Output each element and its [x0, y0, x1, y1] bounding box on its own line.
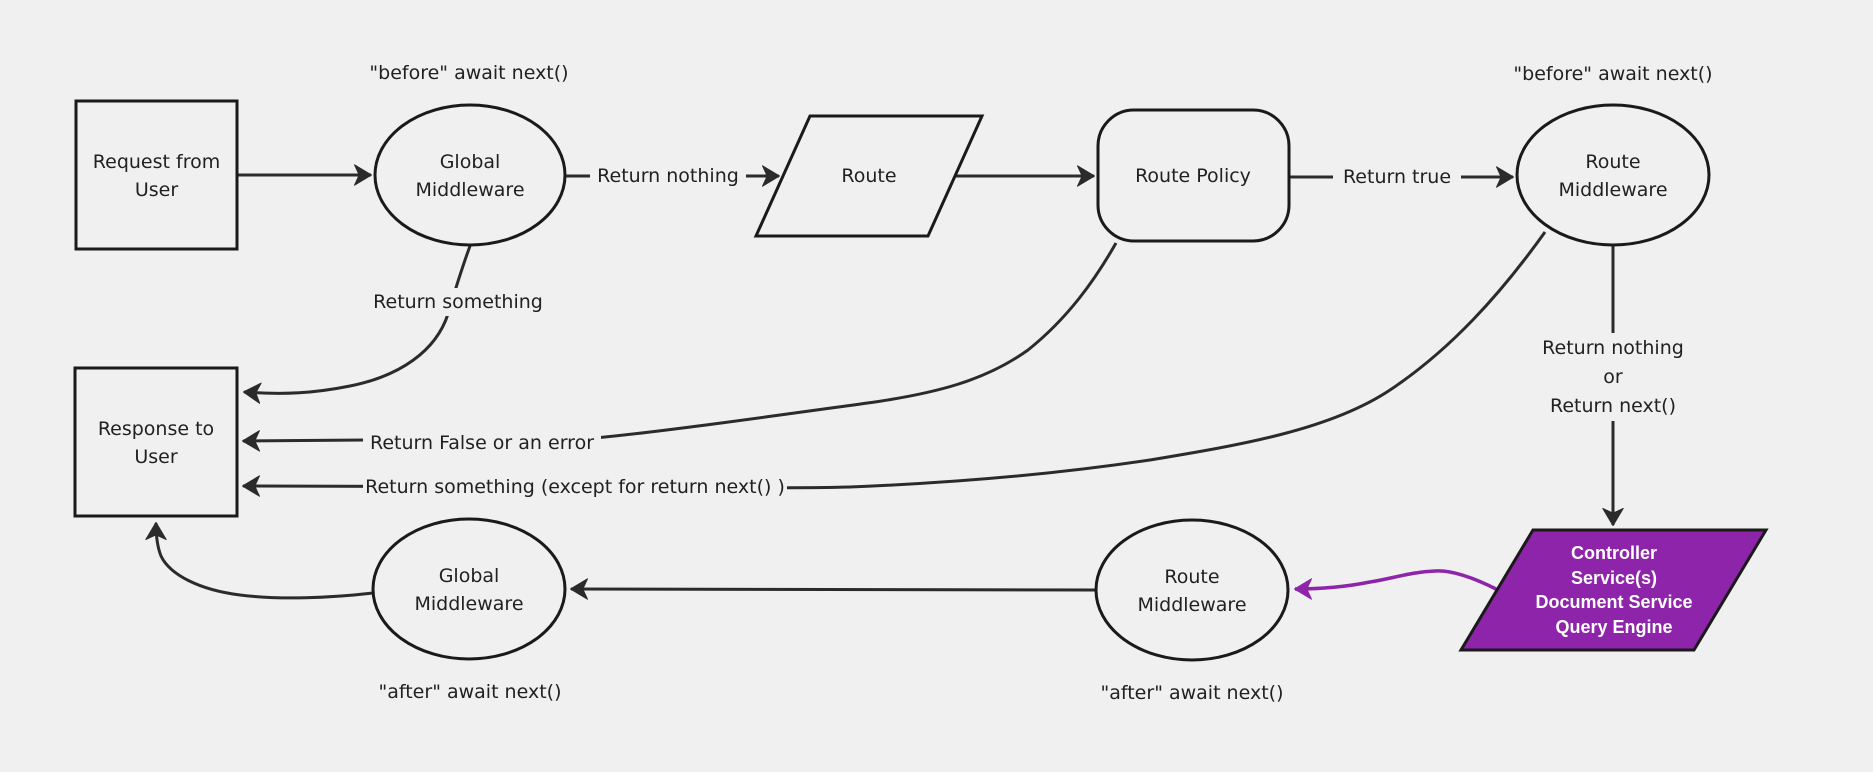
label-return-nothing-or-line2: or: [1603, 366, 1623, 388]
controller-services-label-line4: Query Engine: [1555, 617, 1672, 637]
edge-globalmw-bottom-to-response: [156, 523, 374, 600]
route-middleware-bottom-label-line2: Middleware: [1137, 594, 1246, 616]
controller-services-label-line3: Document Service: [1535, 592, 1692, 612]
route-label: Route: [841, 165, 896, 187]
global-middleware-bottom-label-line1: Global: [439, 565, 500, 587]
request-from-user-label-line2: User: [135, 179, 178, 201]
label-bg-return-nothing-or: [1536, 333, 1690, 421]
controller-services-label-line1: Controller: [1571, 543, 1657, 563]
node-route: Route: [753, 114, 985, 238]
route-middleware-top-label-line2: Middleware: [1558, 179, 1667, 201]
label-after-await-next-right: "after" await next(): [1101, 682, 1284, 704]
global-middleware-top-label-line1: Global: [440, 151, 501, 173]
global-middleware-top-label-line2: Middleware: [415, 179, 524, 201]
label-bg-return-false: [363, 429, 601, 457]
node-route-middleware-bottom: Route Middleware: [1094, 518, 1290, 662]
route-policy-shape: [1096, 108, 1291, 243]
global-middleware-top-shape: [373, 103, 567, 247]
node-route-middleware-top: Route Middleware: [1515, 103, 1711, 247]
label-before-await-next-left: "before" await next(): [369, 62, 568, 84]
edge-routepolicy-to-response: [243, 242, 1118, 441]
request-from-user-label-line1: Request from: [93, 151, 220, 173]
global-middleware-bottom-label-line2: Middleware: [414, 593, 523, 615]
response-to-user-label-line2: User: [134, 446, 177, 468]
node-controller-services: Controller Service(s) Document Service Q…: [1458, 528, 1769, 652]
nodes: Request from User Global Middleware Rout…: [73, 99, 1769, 662]
response-to-user-label-line1: Response to: [98, 418, 214, 440]
global-middleware-bottom-shape: [371, 517, 567, 661]
route-shape: [753, 114, 985, 238]
label-return-true: Return true: [1343, 166, 1451, 188]
label-return-false-or-error: Return False or an error: [370, 432, 594, 454]
node-response-to-user: Response to User: [73, 366, 239, 518]
edge-labels: "before" await next() "before" await nex…: [365, 62, 1712, 704]
label-return-nothing-or-line3: Return next(): [1550, 395, 1676, 417]
edge-routemw-bottom-to-globalmw-bottom: [571, 589, 1096, 590]
edge-globalmw-to-response: [244, 245, 472, 393]
label-after-await-next-left: "after" await next(): [379, 681, 562, 703]
label-bg-return-something: [367, 288, 549, 316]
label-before-await-next-right: "before" await next(): [1513, 63, 1712, 85]
route-middleware-bottom-shape: [1094, 518, 1290, 662]
node-route-policy: Route Policy: [1096, 108, 1291, 243]
node-global-middleware-bottom: Global Middleware: [371, 517, 567, 661]
node-global-middleware-top: Global Middleware: [373, 103, 567, 247]
label-bg-return-nothing: [590, 162, 746, 190]
label-bg-return-true: [1333, 163, 1461, 191]
label-bg-return-something-except: [363, 473, 787, 501]
label-return-nothing-or-line1: Return nothing: [1542, 337, 1684, 359]
edges: [156, 175, 1613, 598]
edge-services-to-routemw-bottom: [1295, 569, 1497, 589]
route-middleware-top-label-line1: Route: [1585, 151, 1640, 173]
node-request-from-user: Request from User: [74, 99, 239, 251]
route-policy-label: Route Policy: [1135, 165, 1251, 187]
controller-services-label-line2: Service(s): [1571, 568, 1657, 588]
label-return-something-except: Return something (except for return next…: [365, 476, 785, 498]
controller-services-shape: [1458, 528, 1769, 652]
response-to-user-shape: [73, 366, 239, 518]
route-middleware-top-shape: [1515, 103, 1711, 247]
label-return-nothing: Return nothing: [597, 165, 739, 187]
label-return-something: Return something: [373, 291, 543, 313]
route-middleware-bottom-label-line1: Route: [1164, 566, 1219, 588]
request-from-user-shape: [74, 99, 239, 251]
edge-label-backgrounds: [363, 162, 1690, 501]
